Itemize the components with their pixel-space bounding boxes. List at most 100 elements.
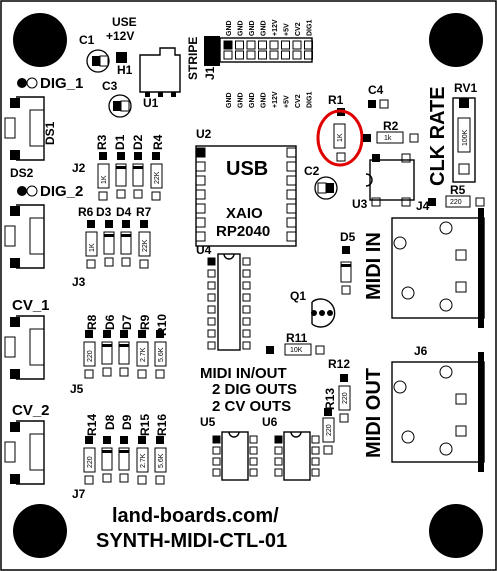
xiao-pad <box>286 161 297 172</box>
ic-pin <box>207 281 216 290</box>
resistor-r3-pad <box>98 191 108 201</box>
diode-d6-pad <box>102 367 112 377</box>
ic-pin <box>311 446 320 455</box>
cap-c3 <box>108 94 132 118</box>
resistor-r6-pad <box>87 220 95 228</box>
ref-R6: R6 <box>78 205 94 219</box>
ref-D5: D5 <box>340 230 356 244</box>
resistor-r7 <box>138 231 151 257</box>
resistor-r10 <box>154 341 167 367</box>
ic-pin <box>274 457 283 466</box>
header-top-label: +5V <box>284 23 291 36</box>
use-12v-line2: +12V <box>106 29 134 43</box>
ref-U5: U5 <box>200 415 216 429</box>
diode-d3 <box>103 231 115 255</box>
diode-d6-band <box>102 344 112 347</box>
header-top-label: GND <box>249 20 256 36</box>
ref-D9: D9 <box>120 414 134 430</box>
usb-label: USB <box>226 158 268 180</box>
midi-in-label: MIDI IN <box>363 232 385 300</box>
diode-d4-pad <box>122 220 130 228</box>
value-r13: 220 <box>326 424 333 436</box>
resistor-r14-pad <box>85 436 93 444</box>
ref-R16: R16 <box>155 414 169 436</box>
header-pin <box>223 50 233 60</box>
resistor-r14-pad <box>84 475 94 485</box>
xiao-pad <box>195 161 206 172</box>
resistor-r7-pad <box>140 220 148 228</box>
ic-pin <box>242 317 251 326</box>
mounting-hole-bottom-left <box>13 504 67 558</box>
ic-pin <box>242 269 251 278</box>
diode-d2 <box>132 163 144 187</box>
summary-line3: 2 CV OUTS <box>212 398 291 415</box>
resistor-r10-value: 5.6K <box>158 347 165 362</box>
ic-pin <box>207 257 216 266</box>
resistor-r9-value: 2.7K <box>140 347 147 362</box>
resistor-r14 <box>83 447 96 473</box>
diode-d9-pad <box>119 473 129 483</box>
header-bottom-label: DIG1 <box>307 92 314 108</box>
diode-d3-pad <box>104 257 114 267</box>
xiao-pad <box>286 175 297 186</box>
ref-J3: J3 <box>72 275 86 289</box>
ref-C4: C4 <box>368 83 384 97</box>
board-name-label: SYNTH-MIDI-CTL-01 <box>96 530 287 552</box>
xiao-pad <box>195 189 206 200</box>
ref-R11: R11 <box>286 331 308 345</box>
ref-H1: H1 <box>117 63 133 77</box>
dig2-label: DIG_2 <box>40 183 83 200</box>
value-r12: 220 <box>342 392 349 404</box>
ref-Q1: Q1 <box>290 289 306 303</box>
ref-R15: R15 <box>138 414 152 436</box>
resistor-r10-pad <box>156 330 164 338</box>
diode-d8-pad <box>102 473 112 483</box>
ref-R8: R8 <box>85 314 99 330</box>
resistor-r7-pad <box>139 259 149 269</box>
diode-d2-pad <box>133 189 143 199</box>
ref-J1: J1 <box>203 66 217 80</box>
cap-c1 <box>86 49 110 73</box>
header-j1-body <box>219 37 313 63</box>
ic-pin <box>212 468 221 477</box>
header-bottom-label: GND <box>249 92 256 108</box>
diode-d8 <box>101 447 113 471</box>
header-pin <box>235 40 244 50</box>
ref-D3: D3 <box>96 205 112 219</box>
ref-U4: U4 <box>196 243 212 257</box>
ic-pin <box>249 457 258 466</box>
cap-c2 <box>314 176 338 200</box>
mounting-hole-bottom-right <box>429 504 483 558</box>
resistor-r5 <box>445 195 471 208</box>
diode-d1-pad <box>117 152 125 160</box>
ic-u4 <box>217 253 241 351</box>
ref-R4: R4 <box>151 134 165 150</box>
ref-U1: U1 <box>143 96 159 110</box>
resistor-r1 <box>333 123 346 149</box>
header-bottom-label: GND <box>238 92 245 108</box>
xiao-pad <box>286 231 297 242</box>
value-r2: 1k <box>384 135 392 142</box>
header-bottom-label: +12V <box>272 91 279 108</box>
header-pin <box>258 40 267 50</box>
header-top-label: +12V <box>272 19 279 36</box>
header-pin <box>281 40 290 50</box>
ref-R5: R5 <box>450 183 466 197</box>
ref-C3: C3 <box>102 79 118 93</box>
ic-pin <box>212 446 221 455</box>
ref-R13: R13 <box>323 388 337 410</box>
ref-R9: R9 <box>138 314 152 330</box>
diode-d1-pad <box>116 189 126 199</box>
xiao-pad <box>195 147 206 158</box>
ref-U6: U6 <box>262 415 278 429</box>
ref-D6: D6 <box>103 314 117 330</box>
diode-d4-pad <box>121 257 131 267</box>
ic-pin <box>242 329 251 338</box>
ic-pin <box>311 457 320 466</box>
diode-d7 <box>118 341 130 365</box>
ic-pin <box>207 329 216 338</box>
ref-J4: J4 <box>416 199 430 213</box>
ic-pin <box>242 305 251 314</box>
diode-d9-pad <box>120 436 128 444</box>
value-rv1: 100K <box>462 129 469 146</box>
